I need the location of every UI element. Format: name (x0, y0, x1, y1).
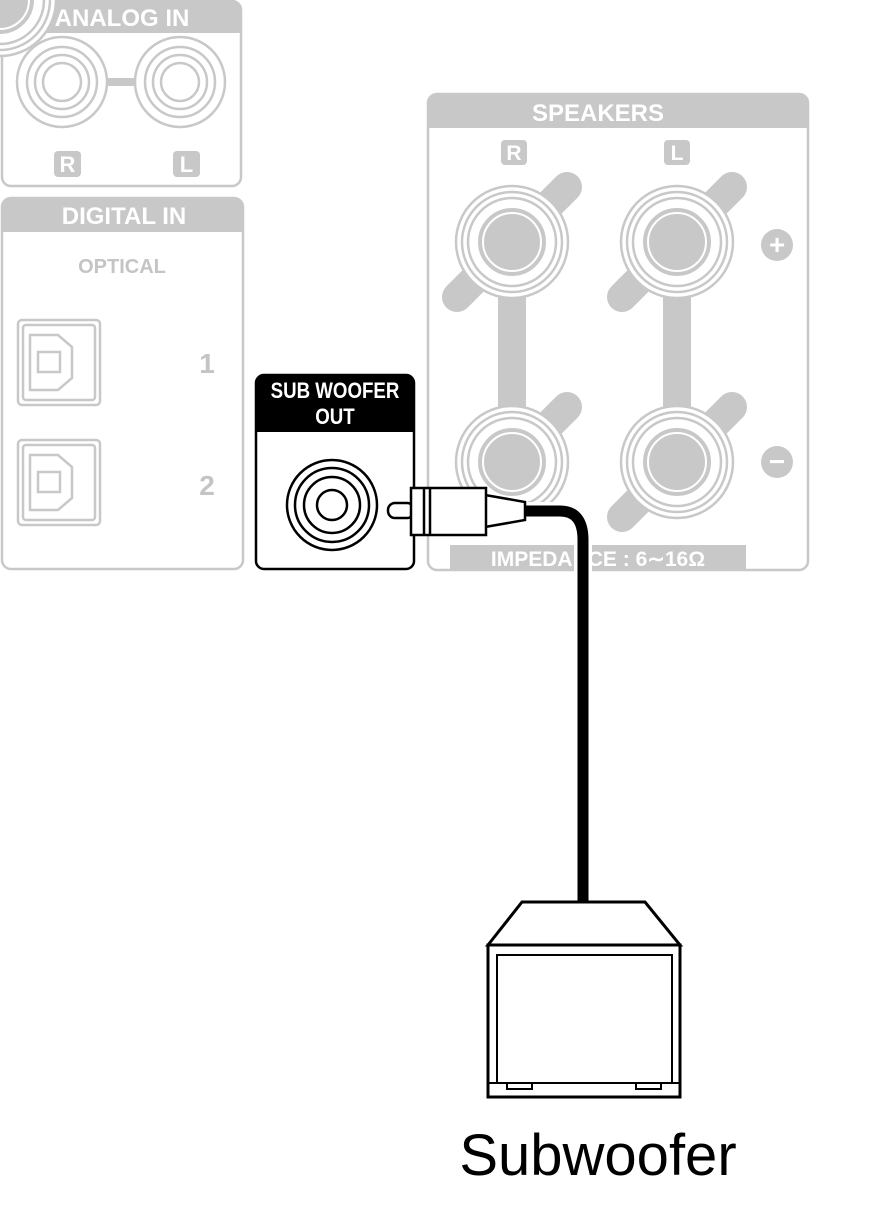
minus-icon (761, 446, 793, 478)
subwoofer-out-title-line2: OUT (315, 406, 355, 430)
speakers-r-label: R (506, 142, 521, 165)
speakers-title: SPEAKERS (532, 100, 664, 127)
analog-in-title: ANALOG IN (55, 5, 190, 32)
analog-l-jack (133, 35, 227, 129)
speaker-l-minus-terminal (621, 406, 733, 518)
optical-port-2-label: 2 (199, 470, 215, 501)
speakers-l-label: L (671, 142, 684, 165)
analog-in-panel: ANALOG IN R L (0, 0, 243, 188)
subwoofer-out-jack (285, 458, 379, 552)
analog-r-jack (15, 35, 109, 129)
rca-plug (386, 486, 527, 537)
optical-port-2 (16, 438, 102, 527)
subwoofer-cable (386, 486, 592, 905)
plus-icon (761, 229, 793, 261)
digital-in-panel: DIGITAL IN OPTICAL 1 2 (0, 196, 245, 571)
digital-in-title: DIGITAL IN (62, 203, 186, 230)
subwoofer-speaker (484, 900, 684, 1099)
minus-symbol: − (769, 446, 785, 477)
plus-symbol: + (769, 229, 785, 260)
subwoofer-out-panel: SUB WOOFER OUT (254, 373, 416, 571)
speaker-r-plus-terminal (456, 186, 568, 298)
impedance-label: IMPEDANCE : 6∼16Ω (491, 548, 705, 571)
subwoofer-out-title-line1: SUB WOOFER (271, 380, 400, 404)
analog-r-label: R (60, 152, 76, 177)
optical-port-1 (16, 318, 102, 407)
speakers-panel: SPEAKERS R L + − IMPEDANCE : 6∼16Ω (0, 0, 810, 572)
speaker-terminal (0, 0, 58, 58)
subwoofer-label: Subwoofer (459, 1123, 736, 1188)
analog-l-label: L (180, 152, 193, 177)
speaker-l-plus-terminal (621, 186, 733, 298)
optical-label: OPTICAL (78, 256, 166, 278)
optical-port-1-label: 1 (199, 348, 215, 379)
